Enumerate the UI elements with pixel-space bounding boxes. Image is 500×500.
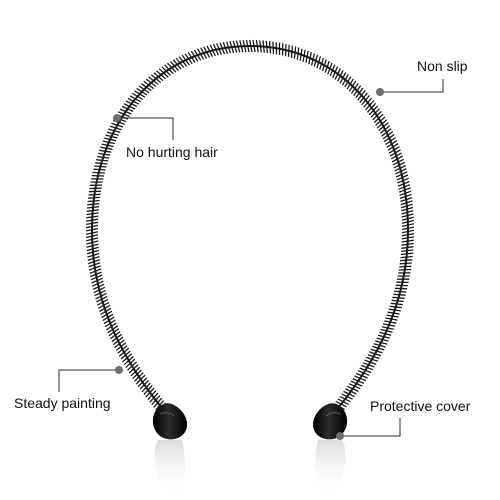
callout-non-slip: Non slip <box>417 58 468 74</box>
callout-protective-cover-leader <box>336 418 401 440</box>
callout-steady-painting: Steady painting <box>14 395 111 411</box>
callout-steady-painting-leader <box>58 366 123 392</box>
callout-protective-cover: Protective cover <box>370 398 471 414</box>
callout-non-slip-leader <box>376 79 444 96</box>
callout-no-hurting-hair-leader <box>113 114 174 140</box>
callout-no-hurting-hair: No hurting hair <box>126 144 218 160</box>
protective-tip-right <box>312 403 348 440</box>
floor-reflection <box>154 440 346 495</box>
protective-tip-left <box>152 403 188 440</box>
